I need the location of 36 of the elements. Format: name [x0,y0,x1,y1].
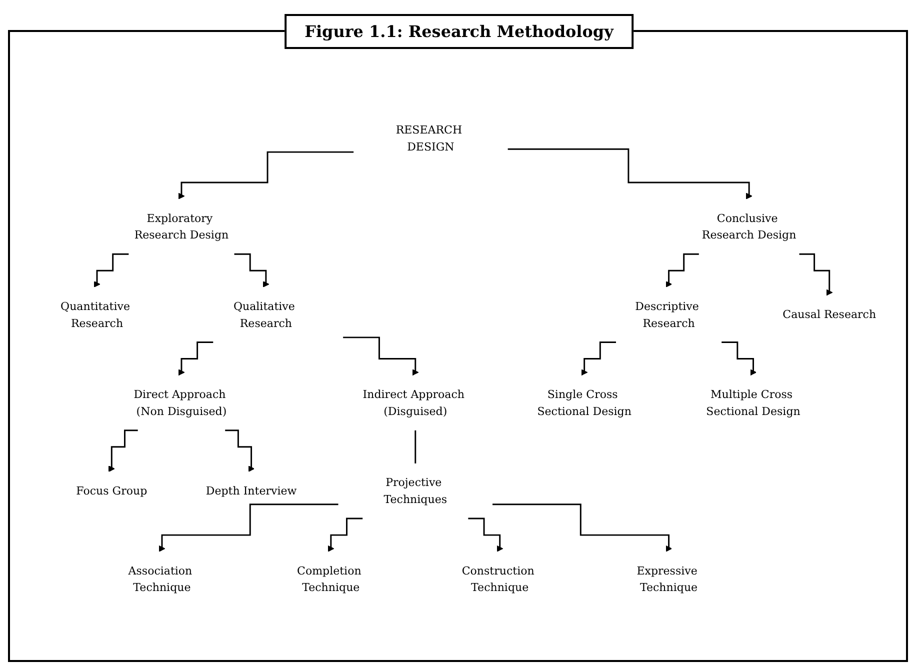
node-text: Completion Technique [297,564,362,594]
arrow [178,342,214,376]
arrow [108,430,138,472]
node-text: Descriptive Research [635,300,699,330]
arrow [225,430,255,472]
arrow [94,254,129,288]
arrow [343,336,419,376]
arrow [508,148,752,200]
arrow [722,342,756,376]
node-text: Conclusive Research Design [702,212,796,242]
arrow [328,518,363,552]
arrow [468,518,504,552]
node-text: Quantitative Research [60,300,130,330]
node-text: Construction Technique [462,564,534,594]
node-text: Direct Approach (Non Disguised) [134,388,227,418]
node-text: Depth Interview [206,484,297,498]
node-text: Causal Research [782,308,876,322]
node-text: Exploratory Research Design [134,212,229,242]
node-text: Expressive Technique [636,564,698,594]
node-text: Association Technique [128,564,192,594]
node-text: Single Cross Sectional Design [537,388,632,418]
connector [414,430,416,464]
arrow [799,254,833,296]
arrow [666,254,699,288]
arrow [492,504,672,552]
figure-title: Figure 1.1: Research Methodology [284,14,634,49]
node-text: Multiple Cross Sectional Design [706,388,800,418]
node-text: Qualitative Research [233,300,295,330]
arrow [581,342,616,376]
node-text: RESEARCH DESIGN [396,124,462,154]
node-text: Focus Group [76,484,148,498]
node-text: Projective Techniques [384,476,447,506]
node-text: Indirect Approach (Disguised) [362,388,464,418]
arrow [234,254,270,288]
arrow [178,152,354,200]
arrow [158,504,338,552]
